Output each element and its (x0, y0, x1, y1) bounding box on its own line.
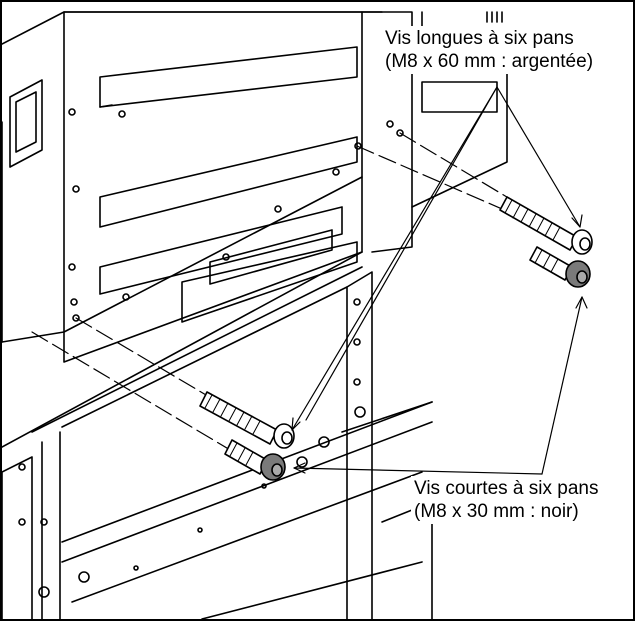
long-screws-spec: (M8 x 60 mm : argentée) (385, 51, 594, 72)
long-screw-lower-left (199, 391, 295, 449)
short-screws-callout: Vis courtes à six pans (M8 x 30 mm : noi… (411, 476, 602, 524)
leader-arrows-short (293, 296, 588, 475)
short-screw-upper-right (529, 246, 591, 288)
short-screws-spec: (M8 x 30 mm : noir) (414, 501, 579, 522)
long-screws-callout: Vis longues à six pans (M8 x 60 mm : arg… (382, 26, 597, 74)
panel-holes (68, 108, 362, 322)
lower-base-unit (2, 251, 433, 619)
long-screws-label: Vis longues à six pans (385, 28, 574, 49)
long-screw-upper-right (499, 196, 593, 255)
short-screws-label: Vis courtes à six pans (414, 478, 599, 499)
panel-slots (99, 46, 358, 323)
leader-arrows-long (291, 86, 583, 431)
unit-back-panel (2, 11, 383, 363)
short-screw-lower-left (224, 439, 286, 481)
